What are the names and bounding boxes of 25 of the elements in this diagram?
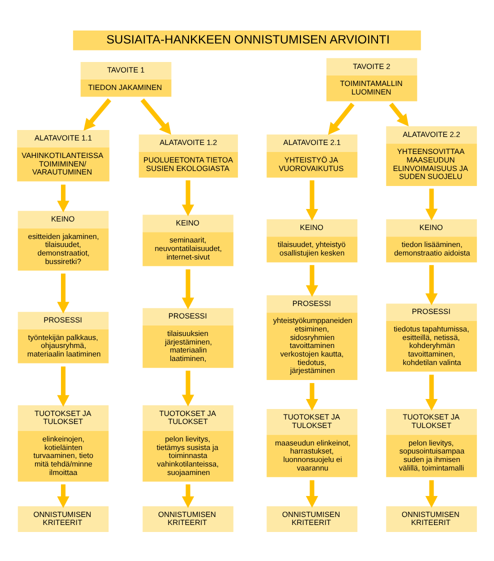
arrow bbox=[140, 98, 172, 135]
arrow bbox=[84, 98, 112, 131]
arrow bbox=[306, 265, 318, 297]
arrow bbox=[328, 102, 354, 135]
arrow bbox=[182, 370, 194, 406]
arrow bbox=[425, 480, 438, 508]
arrow bbox=[57, 366, 70, 407]
arrow bbox=[182, 269, 194, 310]
arrow bbox=[57, 484, 70, 508]
node-box: ONNISTUMISEN KRITEERIT bbox=[386, 506, 477, 532]
diagram-title: SUSIAITA-HANKKEEN ONNISTUMISEN ARVIOINTI bbox=[106, 32, 390, 46]
arrow bbox=[182, 484, 194, 508]
node-box: ONNISTUMISEN KRITEERIT bbox=[142, 506, 234, 532]
arrow bbox=[306, 180, 318, 221]
arrow bbox=[425, 374, 438, 411]
arrow bbox=[306, 480, 318, 508]
node-box: ONNISTUMISEN KRITEERIT bbox=[18, 506, 109, 532]
arrow bbox=[57, 184, 70, 212]
arrow bbox=[306, 383, 318, 411]
arrow bbox=[57, 274, 70, 314]
arrow bbox=[425, 188, 438, 220]
arrow bbox=[389, 102, 409, 126]
node-box: ONNISTUMISEN KRITEERIT bbox=[266, 506, 358, 532]
arrow bbox=[182, 180, 194, 216]
arrow bbox=[425, 265, 438, 306]
